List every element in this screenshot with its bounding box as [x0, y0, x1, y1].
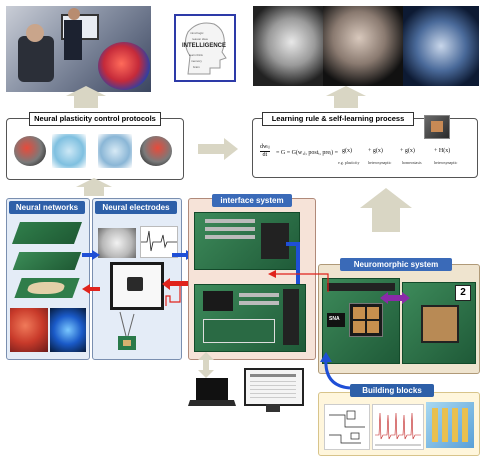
neuromorphic-board-right: 2 — [402, 282, 476, 364]
term-label-3: homeostasis — [402, 160, 422, 165]
culture-image — [10, 308, 48, 352]
board-tag: 2 — [455, 285, 471, 301]
blue-connector — [286, 242, 300, 284]
electrode-board-image — [110, 262, 164, 310]
blue-right-arrow-1 — [82, 250, 100, 260]
network-layer-3 — [14, 278, 80, 298]
intelligence-word: INTELLIGENCE — [182, 43, 227, 49]
circuit-diagram — [324, 404, 370, 450]
network-layer-2 — [12, 252, 82, 270]
brain-image — [98, 42, 150, 90]
term-label-2: heterosynaptic — [368, 160, 392, 165]
svg-text:learn think: learn think — [189, 53, 203, 57]
gray-up-arrow-3 — [76, 178, 112, 196]
mea-chip-image — [98, 228, 136, 258]
gray-up-arrow-1 — [66, 86, 106, 108]
head-icon: mind logic reason idea learn think memory b… — [184, 22, 227, 75]
blue-arc-arrow — [320, 352, 351, 390]
equation: dwij dt = G = G(w₁ⱼ, postᵢ, preⱼ) = g(x)… — [260, 144, 458, 165]
term-label-4: heterosynaptic — [434, 160, 458, 165]
term-label-1: e.g. plasticity — [338, 160, 360, 165]
neuromorphic-system-title: Neuromorphic system — [340, 258, 452, 271]
gray-updown-arrow — [198, 352, 214, 378]
learning-title: Learning rule & self-learning process — [262, 112, 414, 126]
purple-double-arrow — [380, 292, 410, 304]
gray-up-arrow-2 — [326, 86, 366, 108]
device-3d-image — [426, 402, 474, 448]
plasticity-title: Neural plasticity control protocols — [29, 112, 161, 126]
sna-chip — [349, 303, 383, 337]
interface-system-title: interface system — [212, 194, 292, 207]
chip-thumbnail — [424, 115, 450, 139]
brain-scan-1 — [14, 136, 46, 166]
lab-photo — [6, 6, 151, 92]
neuron-image-1 — [52, 134, 86, 168]
red-left-arrow-2 — [162, 278, 194, 306]
robot-photo — [253, 6, 479, 86]
spike-plot — [372, 404, 424, 450]
eq-rhs: = G = G(w₁ⱼ, postᵢ, preⱼ) = — [276, 150, 338, 156]
brain-scan-2 — [140, 136, 172, 166]
eq-den: dt — [260, 151, 270, 158]
neuromorphic-board-left: SNA — [322, 278, 400, 364]
chip-label: SNA — [329, 316, 340, 322]
interface-board-bottom — [194, 284, 306, 352]
neural-networks-title: Neural networks — [9, 201, 85, 214]
eq-sub: ij — [267, 144, 270, 149]
svg-text:memory: memory — [191, 59, 202, 63]
interface-board-top — [194, 212, 300, 270]
neuron-image-2 — [98, 134, 132, 168]
intelligence-frame: mind logic reason idea learn think memory b… — [174, 14, 236, 82]
gray-right-arrow — [198, 138, 238, 160]
signal-plot — [140, 226, 178, 258]
svg-text:mind logic: mind logic — [190, 31, 204, 35]
gray-up-arrow-4 — [360, 188, 412, 232]
neural-electrodes-title: Neural electrodes — [95, 201, 177, 214]
network-layer-1 — [11, 222, 83, 244]
building-blocks-title: Building blocks — [350, 384, 434, 397]
monitor-icon — [244, 368, 304, 414]
red-loop-arrow — [268, 270, 329, 292]
red-left-arrow-1 — [82, 284, 100, 294]
svg-text:brain: brain — [193, 65, 200, 69]
neuron-glow-image — [50, 308, 86, 352]
eq-lhs: dw — [260, 144, 268, 150]
laptop-icon — [188, 376, 236, 410]
svg-text:reason idea: reason idea — [192, 37, 208, 41]
probe-image — [112, 310, 142, 352]
